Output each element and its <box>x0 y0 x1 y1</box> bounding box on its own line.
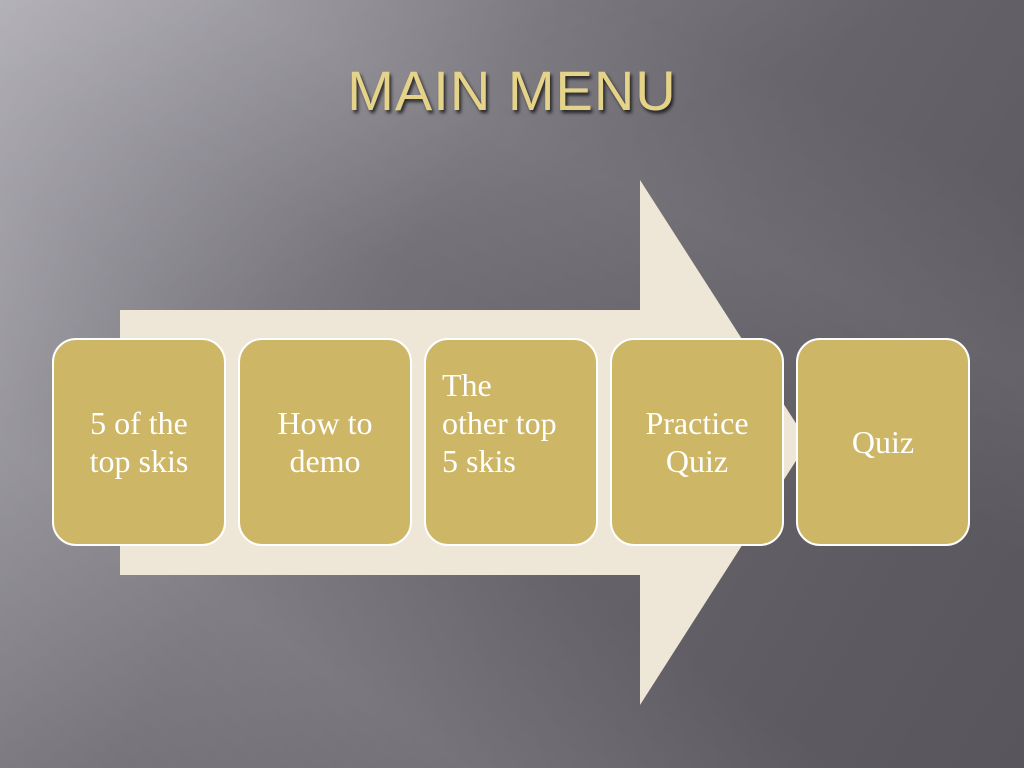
menu-item-other-top-skis[interactable]: The other top 5 skis <box>424 338 598 546</box>
menu-item-label: Quiz <box>851 424 915 460</box>
menu-item-label: 5 of the top skis <box>89 405 189 479</box>
menu-item-practice-quiz[interactable]: Practice Quiz <box>610 338 784 546</box>
menu-item-top-skis[interactable]: 5 of the top skis <box>52 338 226 546</box>
menu-item-label: The other top 5 skis <box>442 367 557 479</box>
menu-item-quiz[interactable]: Quiz <box>796 338 970 546</box>
menu-item-label: Practice Quiz <box>645 405 749 479</box>
menu-item-how-to-demo[interactable]: How to demo <box>238 338 412 546</box>
slide-title: MAIN MENU <box>347 59 677 122</box>
menu-item-label: How to demo <box>277 405 373 479</box>
